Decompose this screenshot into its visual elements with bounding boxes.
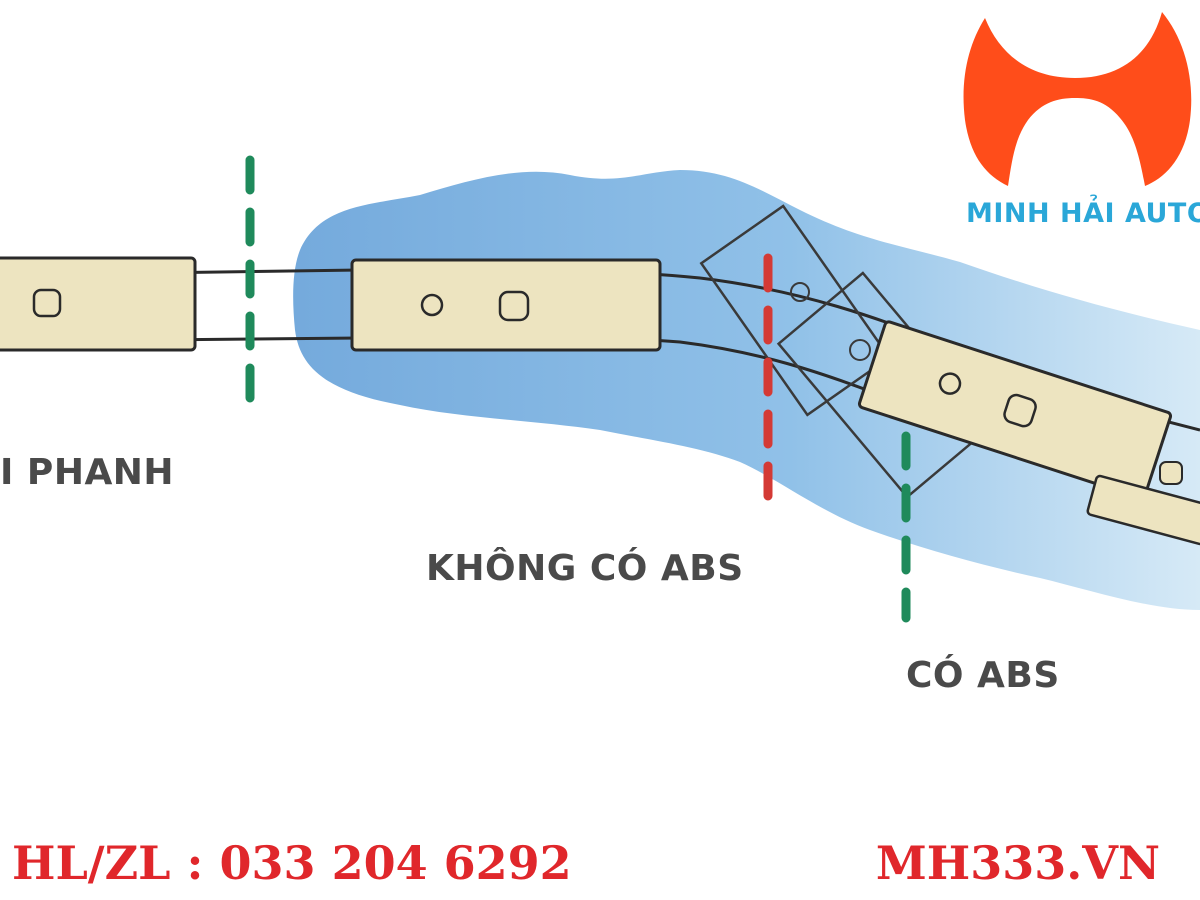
footer-phone: HL/ZL : 033 204 6292 xyxy=(12,836,572,890)
car-ghost-1 xyxy=(699,204,892,417)
car-ghost-2-window xyxy=(849,339,871,361)
braking-label: I PHANH xyxy=(0,452,175,493)
car-abs xyxy=(857,320,1173,500)
car-ghost-1-window xyxy=(790,282,810,302)
car-middle-window xyxy=(498,290,530,322)
car-middle-light xyxy=(420,293,444,317)
car-edge-window xyxy=(1159,461,1183,485)
with-abs-label: CÓ ABS xyxy=(906,655,1060,696)
car-edge xyxy=(1086,474,1200,546)
footer-website: MH333.VN xyxy=(875,836,1160,890)
brand-logo-icon xyxy=(963,12,1192,186)
car-braking-window xyxy=(32,288,62,318)
brand-name: MINH HẢI AUTO xyxy=(966,198,1200,229)
no-abs-label: KHÔNG CÓ ABS xyxy=(426,548,744,589)
car-braking xyxy=(0,256,197,352)
